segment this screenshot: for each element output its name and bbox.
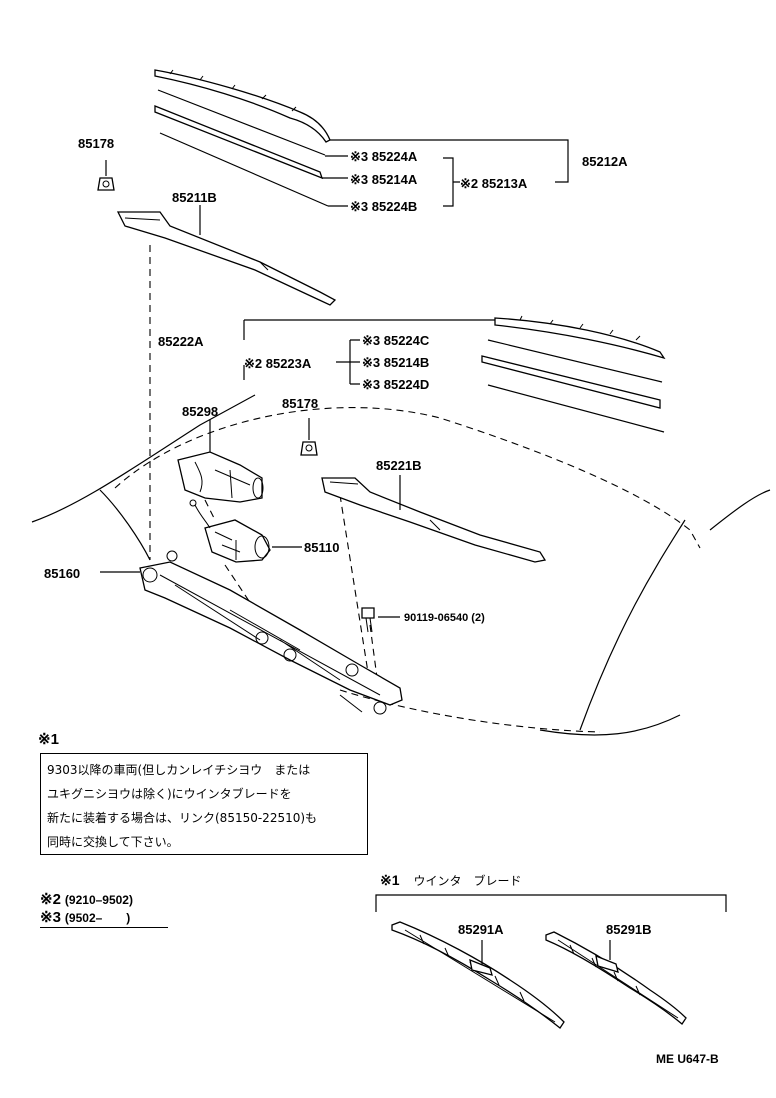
linkage-85160-drawing: [100, 550, 403, 715]
label-85224D: ※3 85224D: [362, 377, 429, 392]
label-85214B: ※3 85214B: [362, 355, 429, 370]
cowl-line: [339, 689, 601, 733]
label-85221B: 85221B: [376, 458, 422, 473]
note1-line-1: 9303以降の車両(但しカンレイチシヨウ または: [47, 763, 311, 777]
winter-blade-mark: ※1: [380, 872, 400, 888]
label-85224B: ※3 85224B: [350, 199, 417, 214]
blade-85212A-drawing: [154, 69, 331, 207]
body-line-right: [579, 489, 771, 731]
label-85211B: 85211B: [172, 190, 217, 205]
label-85213A: ※2 85213A: [460, 176, 528, 191]
nut-85178-top: [97, 160, 115, 191]
legend-mark2-range: (9210–9502): [64, 893, 133, 907]
note1-heading: ※1: [38, 731, 59, 748]
legend-mark3: ※3(9502– ): [40, 908, 168, 928]
body-line-lower: [99, 489, 151, 561]
label-85178-middle: 85178: [282, 396, 318, 411]
label-85298: 85298: [182, 404, 218, 419]
label-85224C: ※3 85224C: [362, 333, 430, 348]
note1-box: 9303以降の車両(但しカンレイチシヨウ または ユキグニシヨウは除く)にウイン…: [40, 753, 368, 855]
label-85178-top: 85178: [78, 136, 114, 151]
label-85291B: 85291B: [606, 922, 652, 937]
page-code: ME U647-B: [656, 1052, 719, 1066]
label-85214A: ※3 85214A: [350, 172, 418, 187]
note1-line-4: 同時に交換して下さい。: [47, 835, 179, 849]
motor-85110-drawing: [189, 499, 302, 563]
hood-line: [539, 714, 681, 736]
label-85212A: 85212A: [582, 154, 628, 169]
cover-85298-drawing: [177, 420, 264, 503]
label-85224A: ※3 85224A: [350, 149, 418, 164]
body-line-left: [31, 394, 256, 523]
legend-mark3-symbol: ※3: [40, 909, 61, 926]
winter-blade-text: ウインタ ブレード: [413, 874, 522, 888]
blade-85222A-drawing: [481, 315, 666, 433]
label-90119: 90119-06540 (2): [404, 612, 485, 624]
note1-line-2: ユキグニシヨウは除く)にウインタブレードを: [47, 787, 292, 801]
windshield-outline: [114, 407, 701, 549]
arm-85211B-drawing: [116, 205, 337, 306]
label-85291A: 85291A: [458, 922, 504, 937]
label-85222A: 85222A: [158, 334, 204, 349]
winter-bracket: [375, 894, 727, 912]
note1-line-3: 新たに装着する場合は、リンク(85150-22510)も: [47, 811, 318, 825]
legend-mark2-symbol: ※2: [40, 891, 61, 908]
leader-85298-motor: [204, 499, 216, 521]
label-85160: 85160: [44, 566, 80, 581]
winter-blade-85291B-drawing: [545, 931, 687, 1025]
label-85223A: ※2 85223A: [244, 356, 312, 371]
leader-85221B-linkage: [339, 494, 371, 686]
winter-blade-85291A-drawing: [391, 921, 565, 1029]
legend-mark2: ※2(9210–9502): [40, 890, 133, 908]
legend-mark3-range: (9502– ): [64, 911, 131, 925]
arm-85221B-drawing: [321, 475, 547, 563]
bolt-90119-drawing: [361, 607, 400, 633]
label-85110: 85110: [304, 540, 339, 555]
winter-blade-title: ※1 ウインタ ブレード: [380, 872, 522, 889]
nut-85178-middle: [300, 418, 318, 456]
